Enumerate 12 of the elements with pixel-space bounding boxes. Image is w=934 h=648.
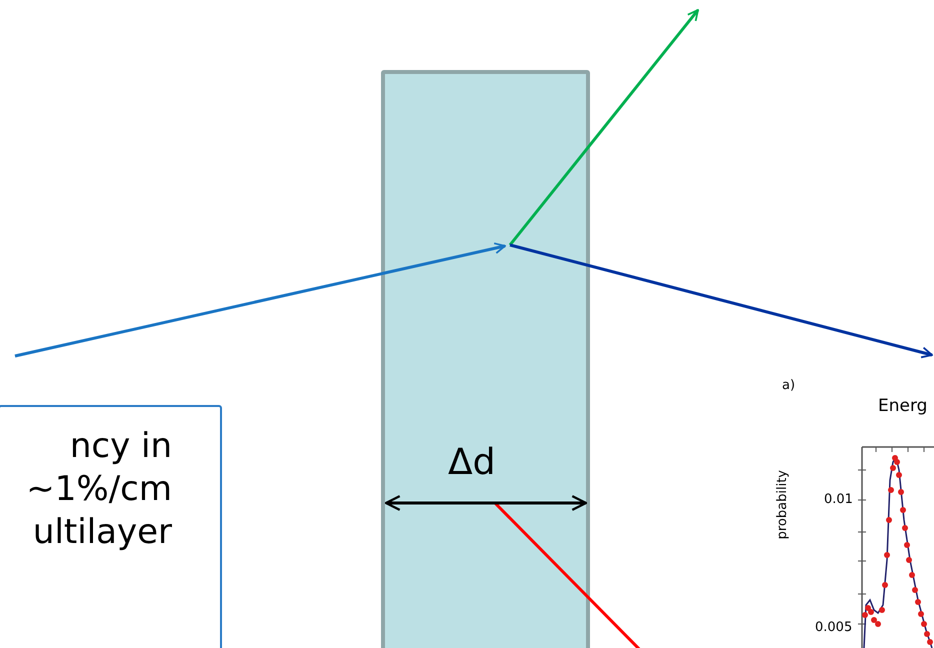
tick-label: 0.005 xyxy=(815,620,852,635)
chart-title: Energ xyxy=(878,396,928,416)
arrow xyxy=(508,9,700,246)
panel-letter: a) xyxy=(782,378,796,393)
glass-slab xyxy=(381,70,590,648)
tick-label: 0.01 xyxy=(824,492,853,507)
text-box xyxy=(0,405,222,648)
description-text: ncy in ~1%/cm ultilayer xyxy=(25,425,172,554)
arrow xyxy=(510,244,933,358)
axis-label: probability xyxy=(775,470,790,540)
arrow xyxy=(14,242,506,358)
dimension-label: Δd xyxy=(448,442,496,483)
